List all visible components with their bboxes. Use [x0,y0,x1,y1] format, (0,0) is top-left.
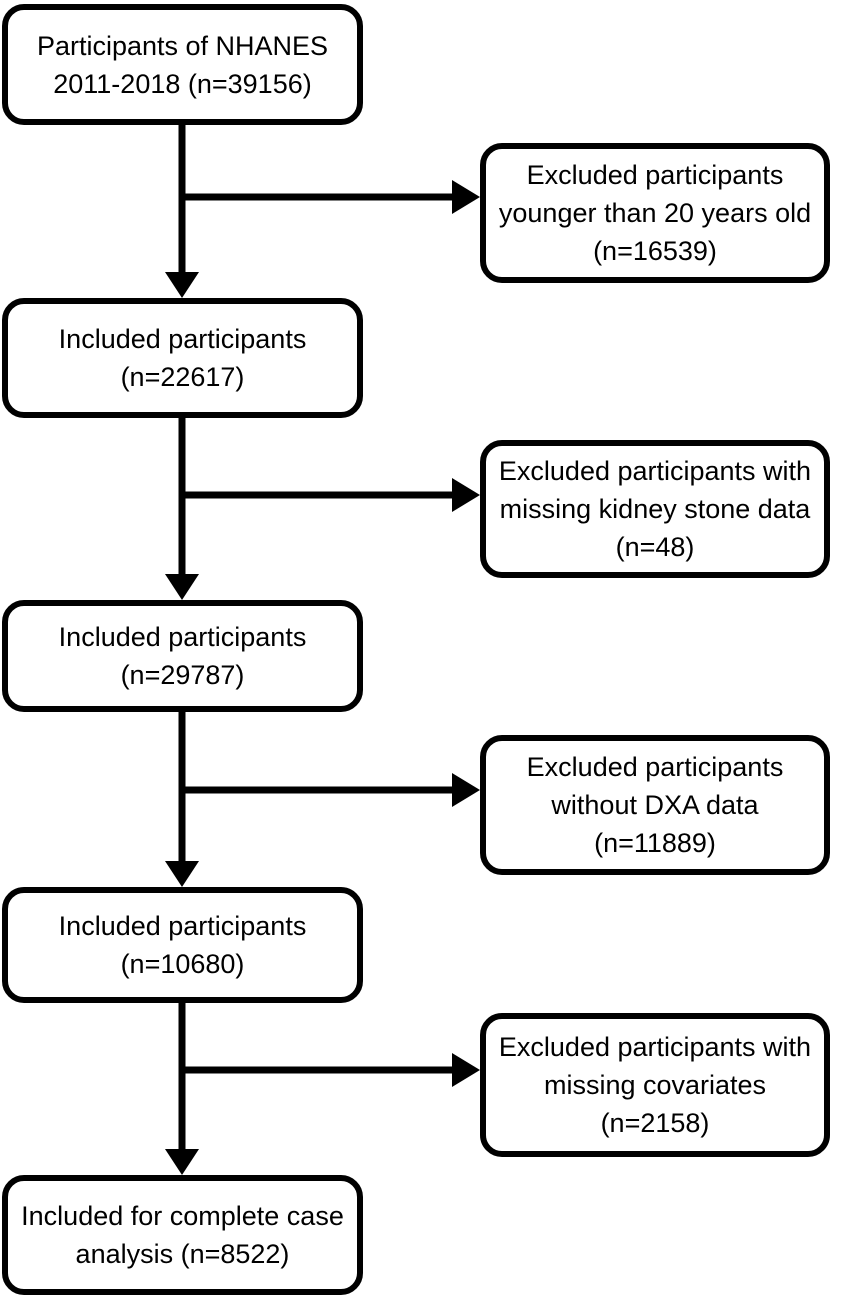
node-label: Included participants (n=10680) [58,911,307,979]
node-label: Participants of NHANES 2011-2018 (n=3915… [36,30,329,99]
node-label: Included participants (n=22617) [58,324,307,392]
arrowhead-right-4 [452,1053,480,1087]
node-excluded-age: Excluded participants younger than 20 ye… [480,143,830,283]
node-excluded-covariates: Excluded participants with missing covar… [480,1013,830,1157]
node-label: Excluded participants without DXA data (… [526,752,784,858]
arrowhead-down-1 [165,272,199,298]
arrowhead-right-2 [452,478,480,512]
node-label: Excluded participants with missing covar… [498,1032,812,1138]
node-included-2: Included participants (n=29787) [2,600,363,712]
node-participants-nhanes: Participants of NHANES 2011-2018 (n=3915… [2,4,363,125]
arrowhead-down-4 [165,1149,199,1175]
node-label: Excluded participants with missing kidne… [498,456,812,562]
arrowhead-down-2 [165,574,199,600]
node-label: Excluded participants younger than 20 ye… [498,160,812,266]
node-excluded-kidney-stone-data: Excluded participants with missing kidne… [480,440,830,578]
arrowhead-right-1 [452,180,480,214]
node-label: Included for complete case analysis (n=8… [21,1201,344,1269]
arrowhead-down-3 [165,861,199,887]
arrowhead-right-3 [452,773,480,807]
node-label: Included participants (n=29787) [58,622,307,690]
node-complete-case-analysis: Included for complete case analysis (n=8… [2,1175,363,1295]
node-included-1: Included participants (n=22617) [2,298,363,418]
node-included-3: Included participants (n=10680) [2,887,363,1003]
node-excluded-dxa-data: Excluded participants without DXA data (… [480,735,830,875]
